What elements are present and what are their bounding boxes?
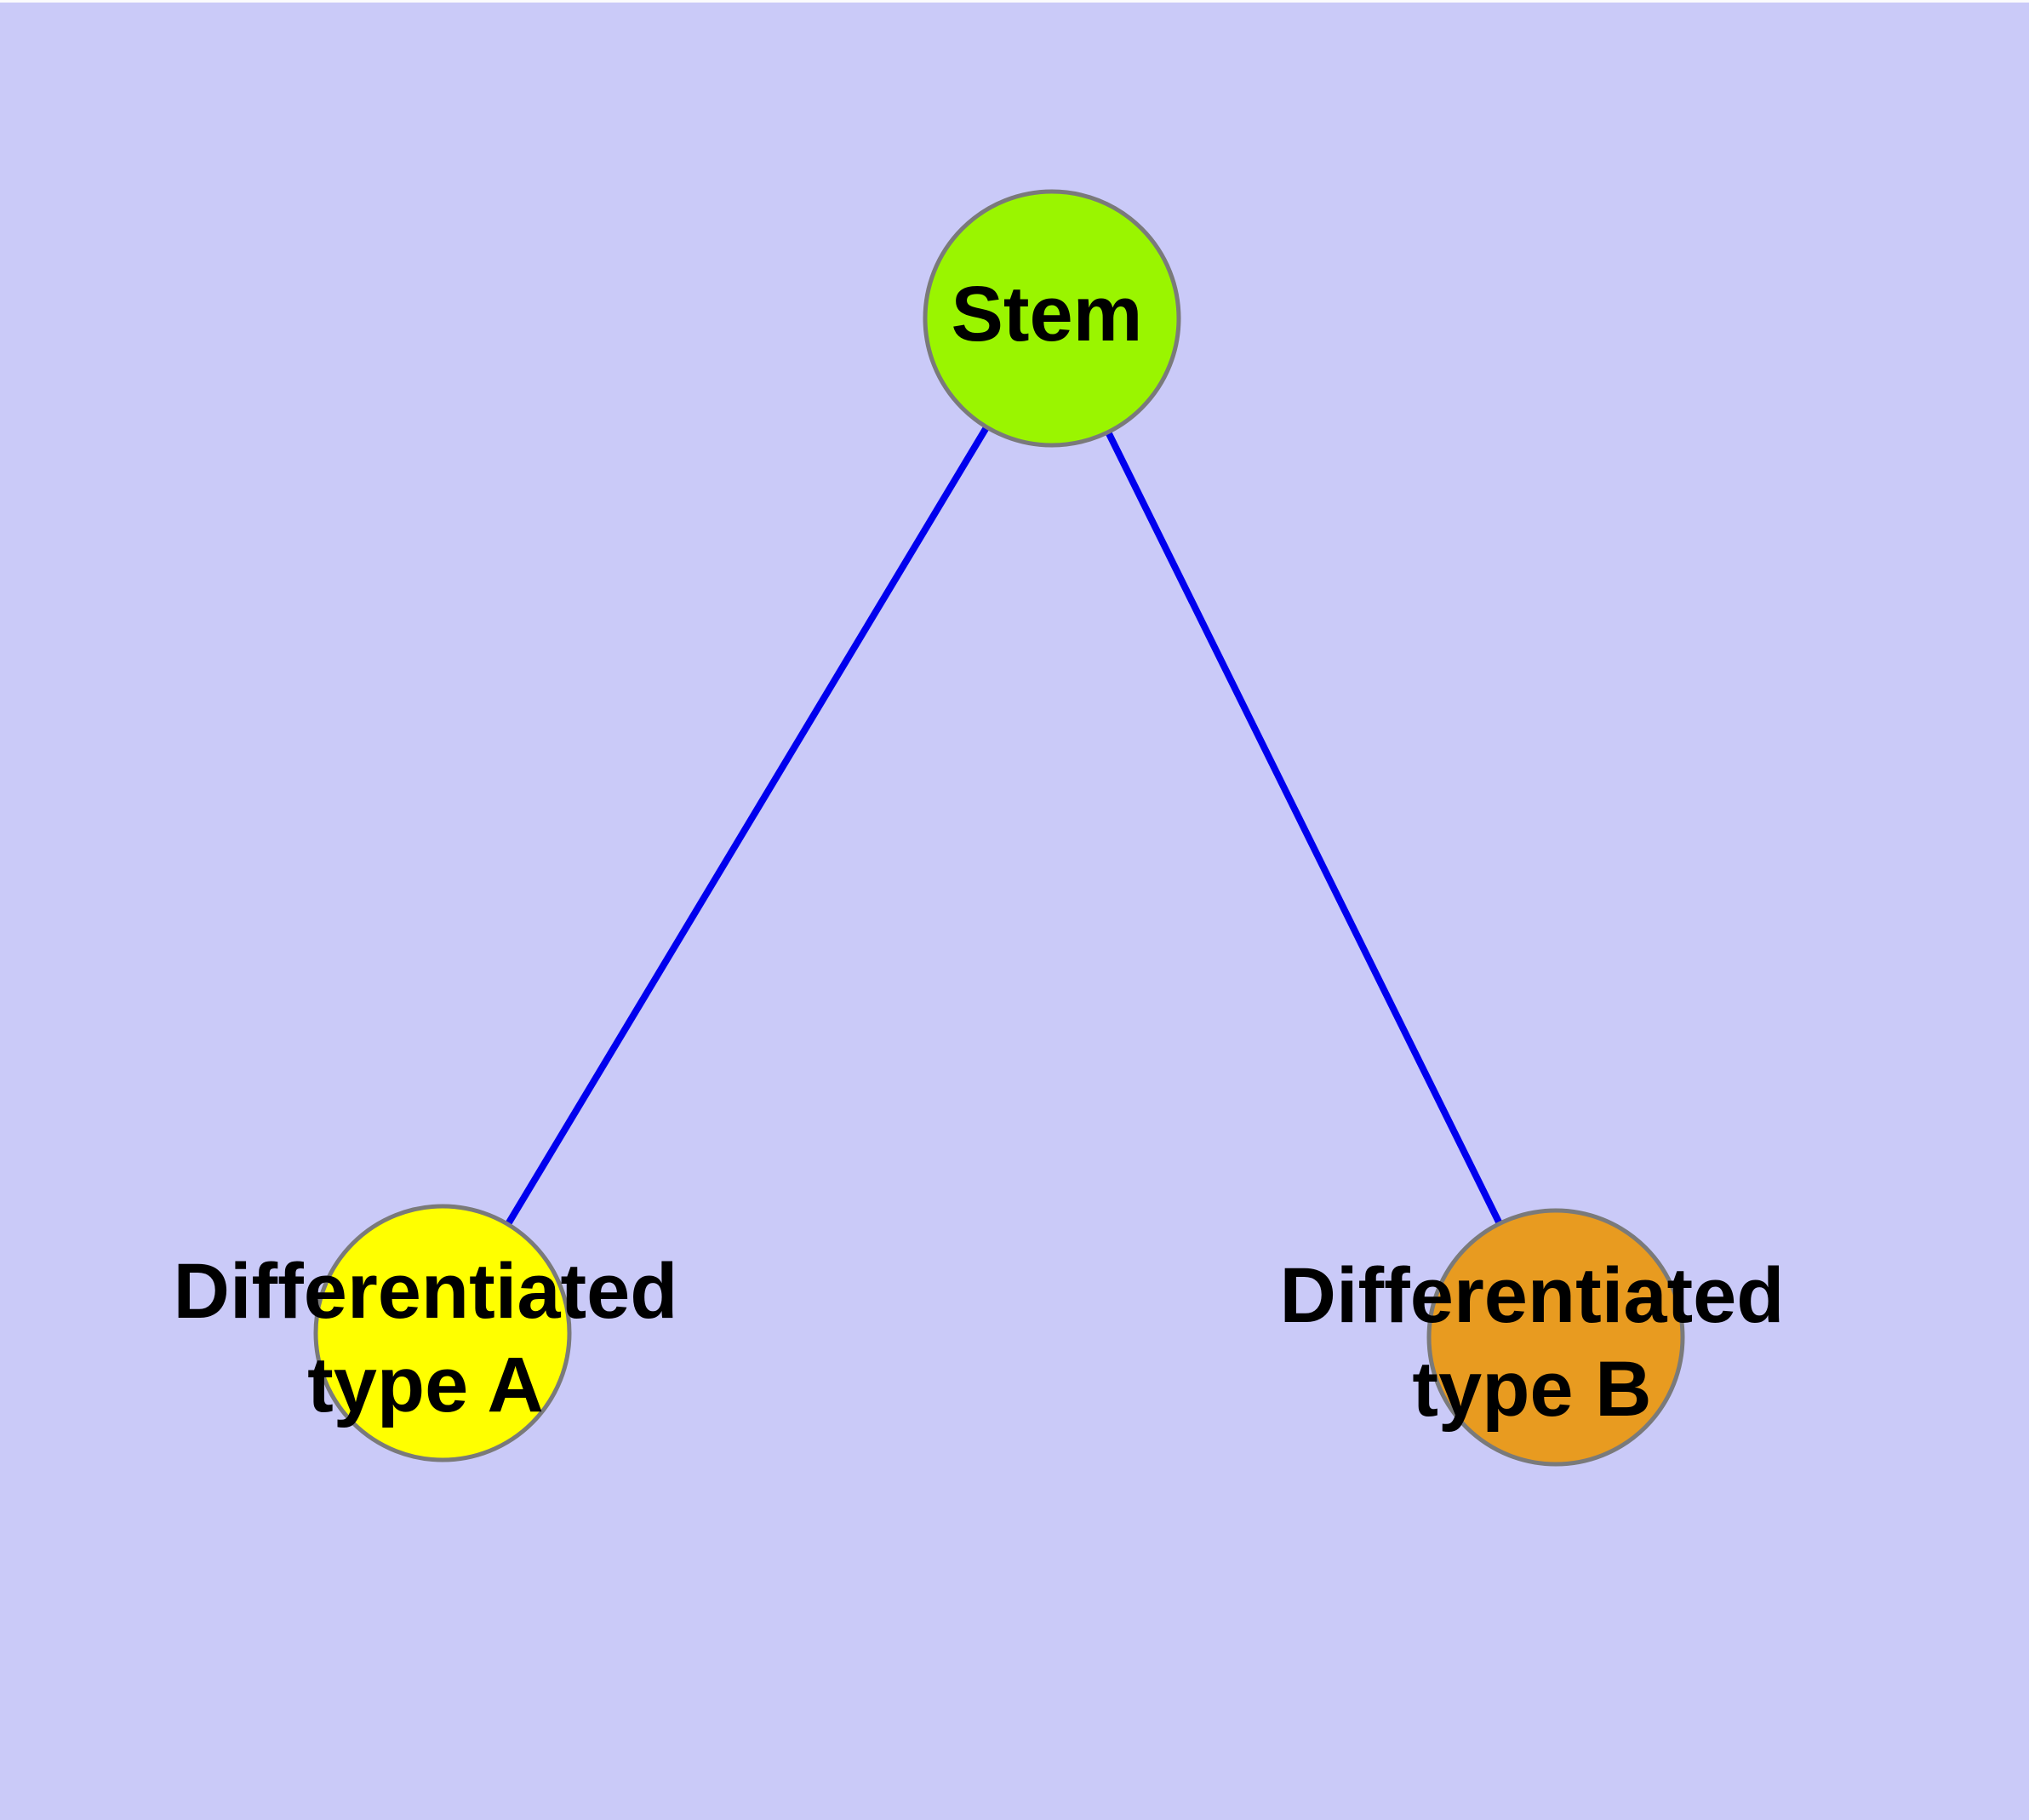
node-type-b-label-line2: type B — [1412, 1346, 1651, 1433]
node-stem[interactable] — [923, 189, 1181, 448]
window-top-edge — [0, 0, 2029, 3]
edge-stem-to-type-a[interactable] — [439, 316, 1055, 1336]
node-type-b-label-line1: Differentiated — [1280, 1252, 1785, 1339]
node-type-a-label-line2: type A — [307, 1342, 544, 1428]
edge-stem-to-type-b[interactable] — [1049, 317, 1559, 1339]
node-type-a-label-line1: Differentiated — [174, 1248, 678, 1335]
node-differentiated-type-a[interactable] — [313, 1204, 572, 1462]
node-differentiated-type-b[interactable] — [1426, 1208, 1685, 1467]
node-stem-label: Stem — [952, 271, 1143, 358]
